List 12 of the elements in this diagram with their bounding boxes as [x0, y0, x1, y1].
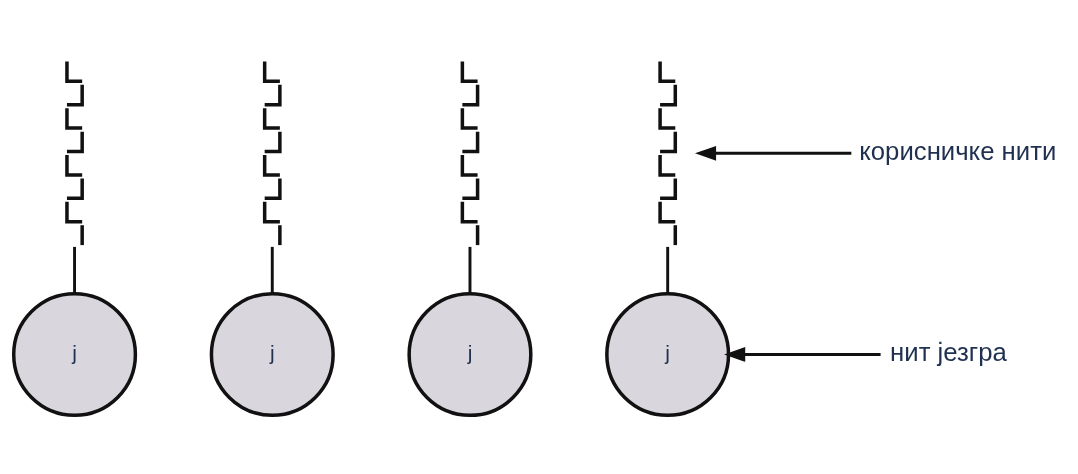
connector	[270, 246, 274, 293]
connector	[666, 246, 670, 293]
node-circle: ј	[407, 291, 533, 417]
node-text: нит језгра	[890, 337, 1007, 366]
node-circle: ј	[605, 291, 731, 417]
arrow	[695, 145, 852, 161]
connector	[468, 246, 472, 293]
arrow	[724, 346, 881, 362]
connector	[73, 246, 76, 293]
node-text: корисничке нити	[859, 136, 1057, 165]
node-circle: ј	[209, 291, 335, 417]
node-circle: ј	[11, 291, 138, 417]
